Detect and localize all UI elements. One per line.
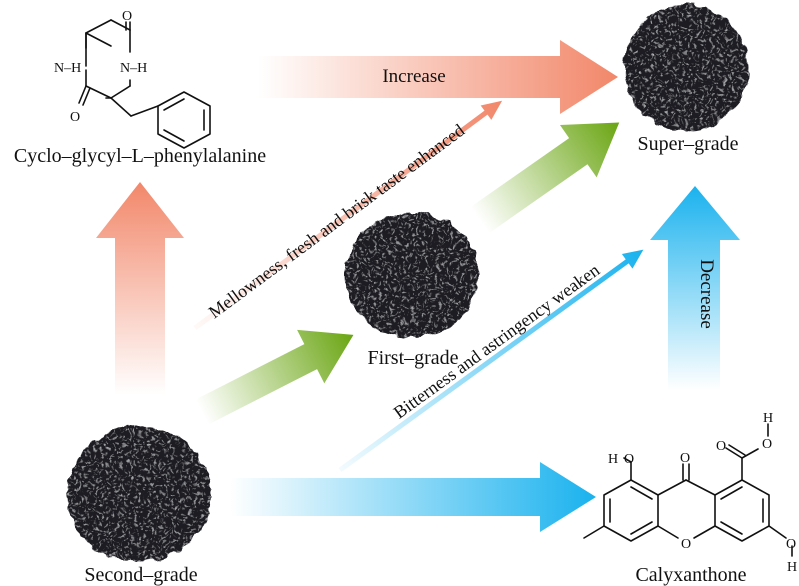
calyxanthone-structure: H O O O O H O O H [583,411,797,575]
second-grade-tea-image [67,426,211,562]
red-up-arrow [96,182,184,395]
cooh-oh-h: H [763,411,773,426]
oh-right-h: H [787,560,797,575]
super-grade-label: Super–grade [637,133,738,155]
bitterness-arrow [338,249,644,473]
nh-right-atom: N–H [120,61,147,76]
oh-right-o: O [786,537,796,552]
o-bottom-atom: O [70,110,80,125]
increase-arrow [258,40,618,114]
carbonyl-o: O [680,451,690,466]
oh-top-left-h: H [608,452,618,467]
cooh-o: O [716,439,726,454]
o-top-atom: O [122,9,132,24]
increase-label: Increase [382,66,445,87]
cyclo-gly-phe-structure: N–H N–H O O [54,9,211,149]
ring-o: O [681,537,691,552]
first-grade-tea-image [345,212,479,338]
second-grade-label: Second–grade [84,564,197,586]
first-grade-label: First–grade [367,347,458,369]
green-arrow-second-to-first [195,329,354,425]
calyxanthone-arrow [230,462,596,532]
top-compound-name: Cyclo–glycyl–L–phenylalanine [14,145,266,167]
cooh-oh-o: O [762,437,772,452]
mellowness-arrow [193,100,503,331]
nh-left-atom: N–H [54,61,81,76]
green-arrow-first-to-super [470,122,620,234]
decrease-arrow [650,186,740,390]
oh-top-left-o: O [624,452,634,467]
decrease-label: Decrease [696,259,717,329]
super-grade-tea-image [624,5,748,131]
bottom-compound-name: Calyxanthone [635,564,746,586]
